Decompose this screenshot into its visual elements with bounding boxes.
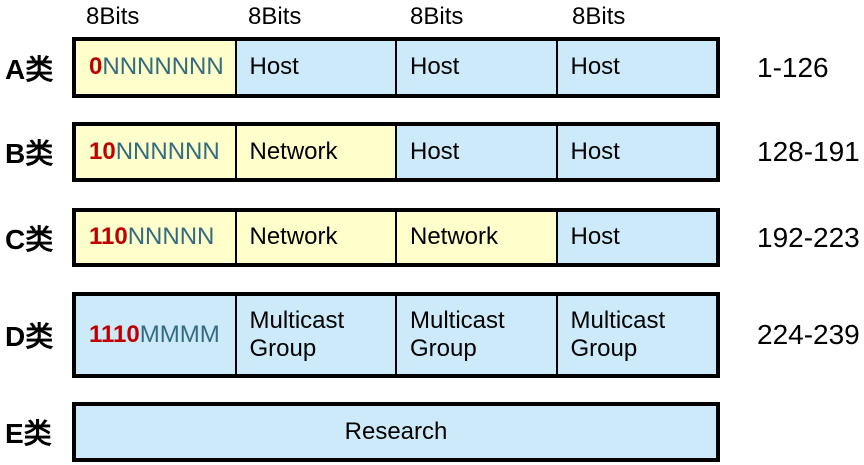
class-c-octet2-cell: Network <box>236 212 397 263</box>
class-b-octet2-cell: Network <box>236 126 397 178</box>
class-a-label: A类 <box>5 53 54 85</box>
class-c-octet3-cell: Network <box>397 212 558 263</box>
class-b-octet3-cell: Host <box>397 126 558 178</box>
bits-header: 8Bits 8Bits 8Bits 8Bits <box>72 2 720 32</box>
class-e-octets-box: Research <box>72 402 720 462</box>
class-d-octet4-cell: Multicast Group <box>557 296 716 374</box>
class-e-research-cell: Research <box>76 406 716 458</box>
class-c-octet4-cell: Host <box>557 212 716 263</box>
class-c-label: C类 <box>5 223 54 255</box>
class-e-label: E类 <box>5 418 52 449</box>
class-a-bit-prefix: 0 <box>89 53 103 81</box>
class-a-octet4-cell: Host <box>557 41 716 94</box>
class-c-bit-letters: NNNNN <box>127 223 215 251</box>
class-b-bit-prefix: 10 <box>89 137 116 165</box>
class-d-octet3-cell: Multicast Group <box>397 296 558 374</box>
class-a-bit-letters: NNNNNNN <box>102 53 224 81</box>
class-c-range: 192-223 <box>757 221 860 253</box>
class-b-range: 128-191 <box>757 136 860 167</box>
class-b-bit-letters: NNNNNN <box>115 137 220 165</box>
class-d-bit-prefix: 1110 <box>89 320 140 348</box>
bits-label-2: 8Bits <box>248 3 302 30</box>
class-a-octet2-cell: Host <box>236 41 397 94</box>
bits-label-4: 8Bits <box>572 3 626 30</box>
class-b-octet4-cell: Host <box>557 126 716 178</box>
class-d-octet2-cell: Multicast Group <box>236 296 397 374</box>
class-d-label: D类 <box>5 321 54 352</box>
bits-label-3: 8Bits <box>410 3 464 30</box>
class-a-octet3-cell: Host <box>397 41 558 94</box>
class-e-row: E类 Research <box>0 402 864 462</box>
class-d-bit-letters: MMMM <box>139 320 220 348</box>
class-a-range: 1-126 <box>757 51 829 83</box>
class-b-label: B类 <box>5 138 54 169</box>
class-d-range: 224-239 <box>757 319 860 350</box>
bits-label-1: 8Bits <box>86 3 140 30</box>
class-c-bit-prefix: 110 <box>89 223 128 251</box>
